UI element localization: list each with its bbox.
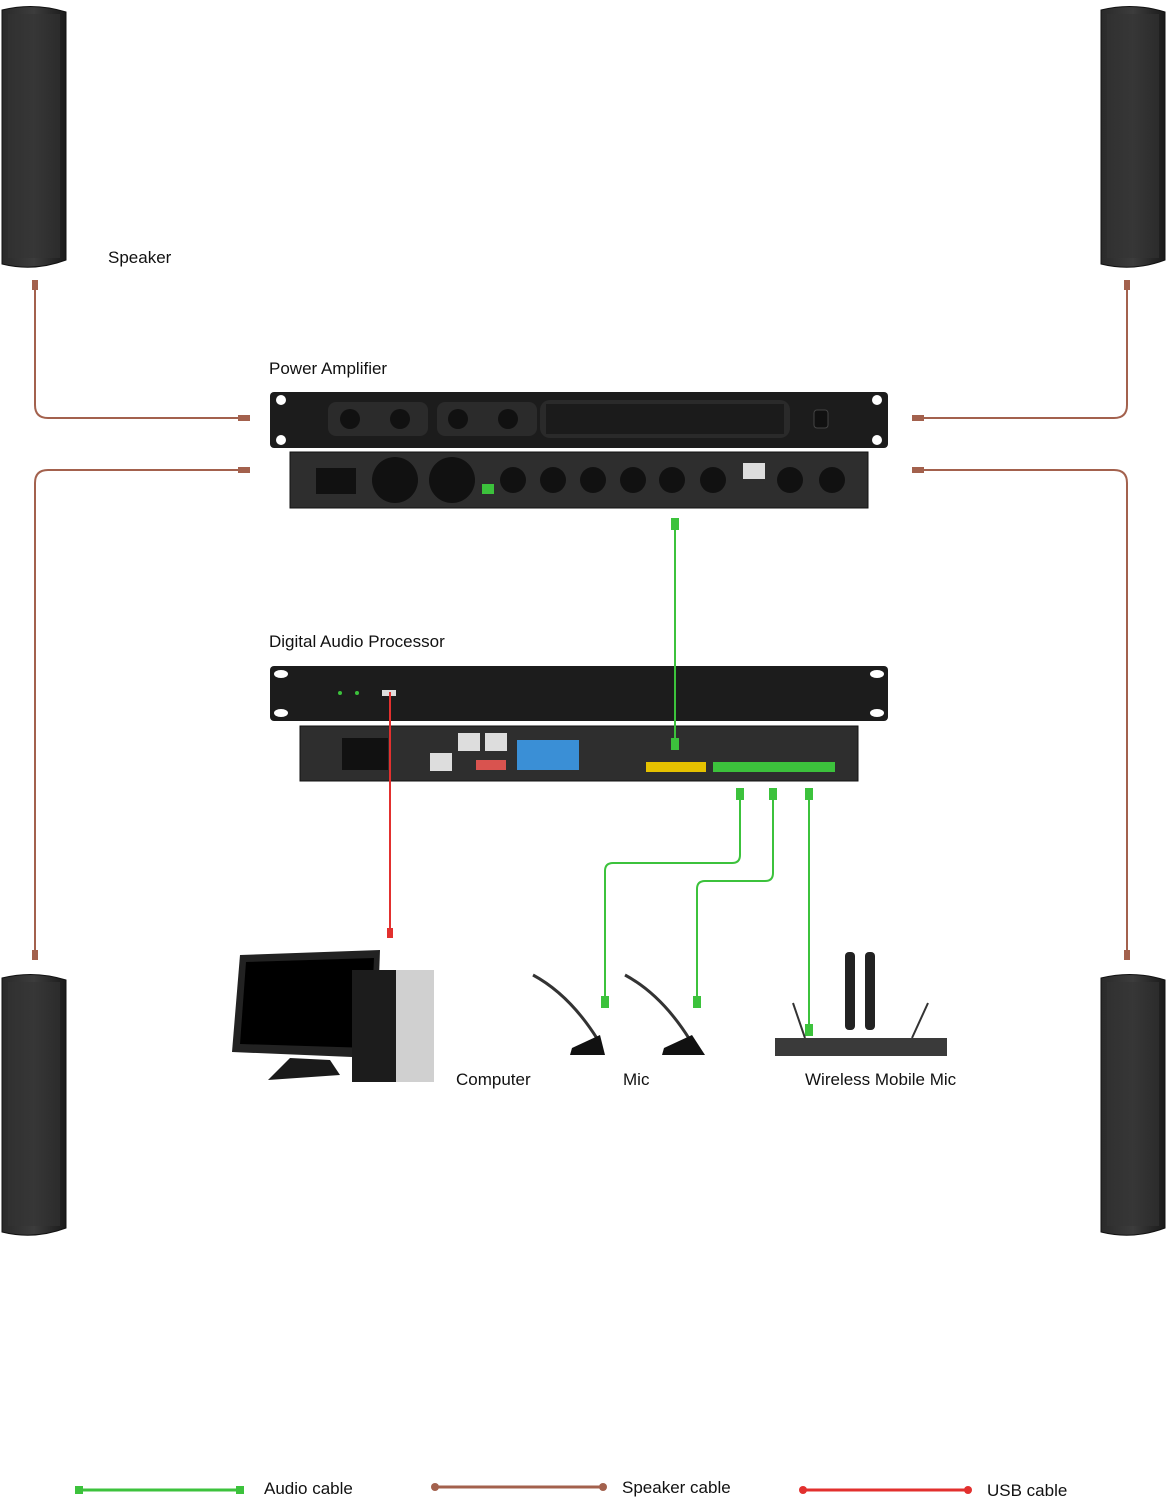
speaker-bottom-right [1100,973,1166,1236]
dsp-front [270,666,888,721]
speaker-cables [34,282,1128,958]
speaker-top-right [1100,5,1166,268]
computer-image [232,950,434,1082]
speaker-top-left [1,5,67,268]
legend-usb-cable: USB cable [987,1481,1068,1500]
dsp-label: Digital Audio Processor [269,632,445,651]
speaker-label: Speaker [108,248,172,267]
audio-cables [604,520,810,1030]
mic-label: Mic [623,1070,650,1089]
gooseneck-mic-1 [532,973,605,1055]
wireless-mic-label: Wireless Mobile Mic [805,1070,957,1089]
legend-swatches [75,1483,972,1494]
power-amplifier-back [289,451,869,509]
wireless-receiver-image [775,952,947,1056]
legend-audio-cable: Audio cable [264,1479,353,1498]
speaker-bottom-left [1,973,67,1236]
legend-speaker-cable: Speaker cable [622,1478,731,1497]
computer-label: Computer [456,1070,531,1089]
gooseneck-mic-2 [624,973,705,1055]
dsp-back [299,725,859,782]
power-amplifier-front [270,392,888,448]
power-amplifier-label: Power Amplifier [269,359,388,378]
